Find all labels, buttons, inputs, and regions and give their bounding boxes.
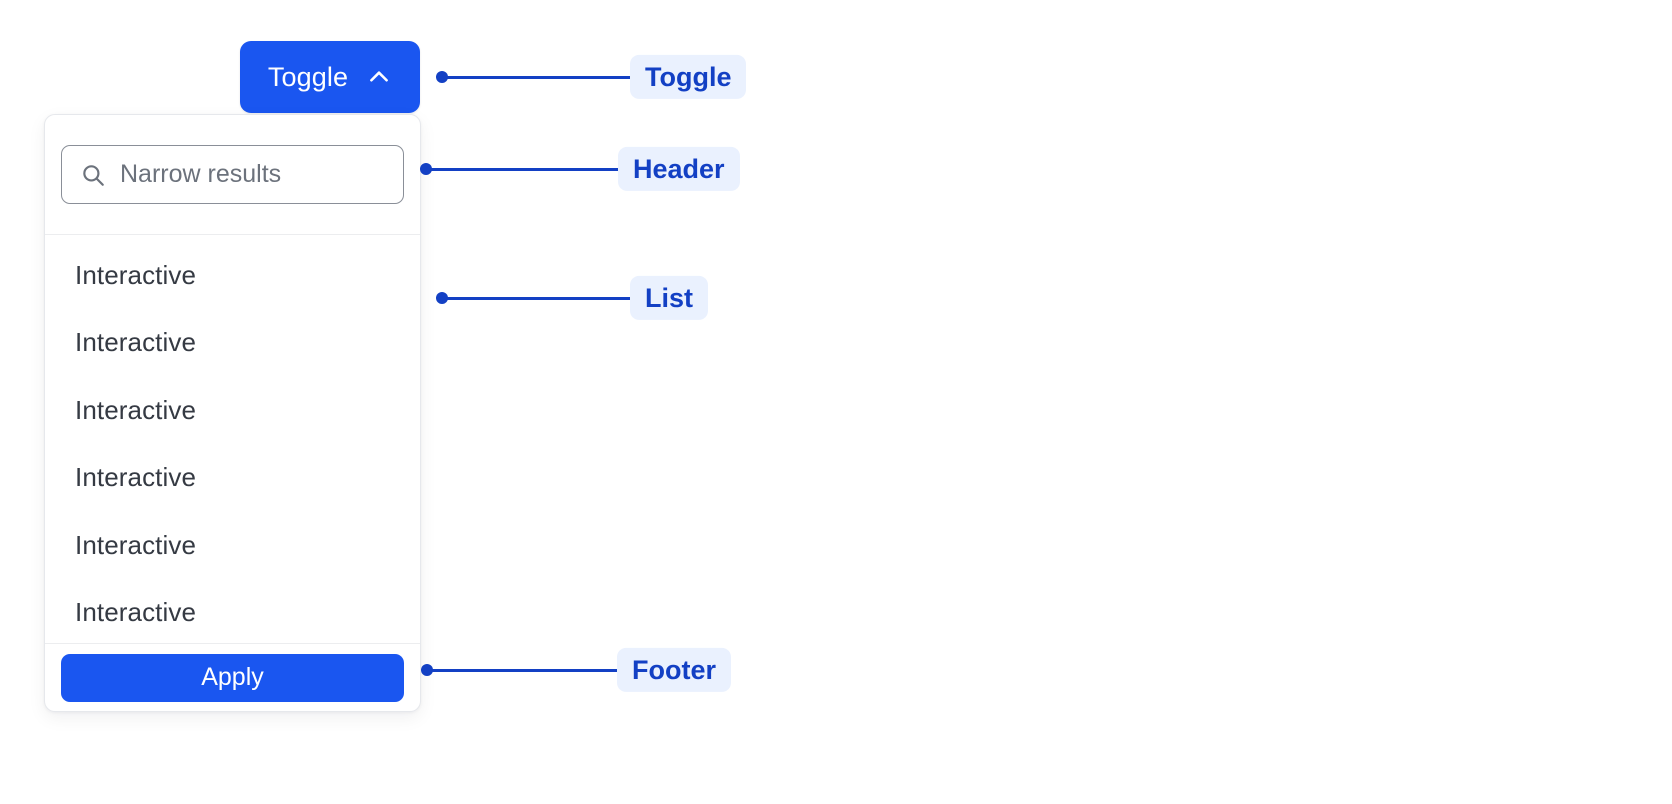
list-item-label: Interactive bbox=[75, 259, 197, 290]
annotation-line bbox=[426, 167, 620, 171]
list-item[interactable]: Interactive bbox=[45, 511, 420, 579]
list-item[interactable]: Interactive bbox=[45, 444, 420, 512]
annotation-line bbox=[427, 668, 619, 672]
panel-list: Interactive Interactive Interactive Inte… bbox=[45, 235, 420, 643]
annotation-line bbox=[442, 296, 632, 300]
annotation-line bbox=[442, 75, 632, 79]
list-item[interactable]: Interactive bbox=[45, 579, 420, 644]
list-item-label: Interactive bbox=[75, 597, 197, 628]
apply-button[interactable]: Apply bbox=[61, 653, 404, 702]
annotation-label-header: Header bbox=[618, 146, 740, 192]
list-item-label: Interactive bbox=[75, 462, 197, 493]
list-item[interactable]: Interactive bbox=[45, 376, 420, 444]
toggle-button-label: Toggle bbox=[267, 61, 349, 92]
annotation-label-toggle: Toggle bbox=[630, 54, 747, 100]
panel-footer: Apply bbox=[45, 643, 420, 711]
search-icon bbox=[80, 162, 106, 188]
chevron-up-icon bbox=[366, 64, 392, 90]
toggle-button[interactable]: Toggle bbox=[240, 41, 420, 113]
dropdown-panel: Interactive Interactive Interactive Inte… bbox=[44, 114, 421, 712]
list-item-label: Interactive bbox=[75, 327, 197, 358]
list-item[interactable]: Interactive bbox=[45, 309, 420, 377]
annotation-label-footer: Footer bbox=[617, 647, 731, 693]
list-item[interactable]: Interactive bbox=[45, 241, 420, 309]
panel-header bbox=[45, 115, 420, 235]
search-input[interactable] bbox=[106, 145, 403, 204]
list-item-label: Interactive bbox=[75, 394, 197, 425]
search-box[interactable] bbox=[61, 145, 404, 204]
list-item-label: Interactive bbox=[75, 529, 197, 560]
annotation-label-list: List bbox=[630, 275, 709, 321]
